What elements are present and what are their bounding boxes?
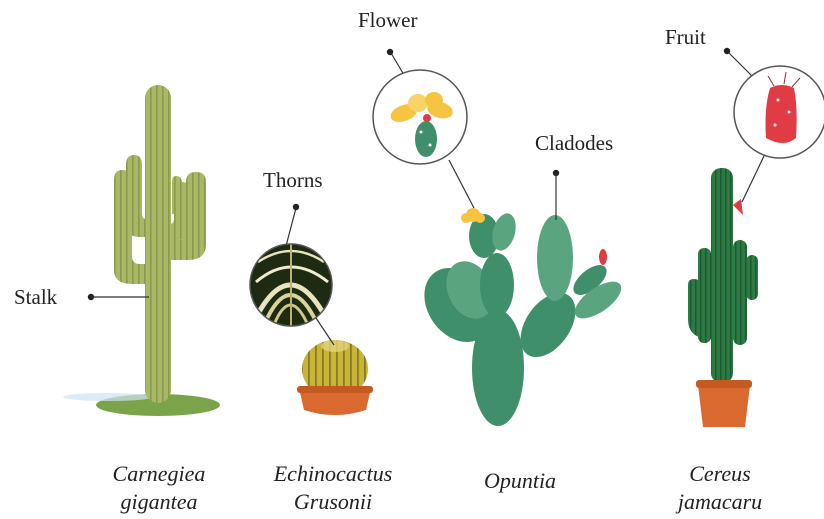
- saguaro-cactus: [63, 85, 220, 416]
- species-cereus: Cereus jamacaru: [665, 460, 775, 516]
- cladodes-leader: [553, 170, 559, 220]
- species-name-line2: jamacaru: [665, 488, 775, 516]
- stalk-leader: [88, 294, 149, 300]
- species-name-line2: Grusonii: [268, 488, 398, 516]
- species-name-line1: Carnegiea: [104, 460, 214, 488]
- thorns-label: Thorns: [263, 168, 323, 193]
- species-name-line1: Opuntia: [470, 467, 570, 495]
- thorns-callout: [248, 204, 338, 345]
- species-name-line1: Echinocactus: [268, 460, 398, 488]
- cladode-pad: [537, 215, 573, 301]
- species-echinocactus: Echinocactus Grusonii: [268, 460, 398, 516]
- species-name-line2: gigantea: [104, 488, 214, 516]
- fruit-callout: [724, 48, 824, 202]
- species-carnegiea: Carnegiea gigantea: [104, 460, 214, 516]
- species-opuntia: Opuntia: [470, 467, 570, 495]
- cladodes-label: Cladodes: [535, 131, 613, 156]
- cereus-pot: [698, 385, 750, 427]
- barrel-cactus: [297, 340, 373, 415]
- species-name-line1: Cereus: [665, 460, 775, 488]
- opuntia-cactus: [410, 208, 627, 426]
- flower-label: Flower: [358, 8, 418, 33]
- cereus-trunk: [711, 168, 733, 383]
- cereus-cactus: [688, 168, 758, 427]
- fruit-label: Fruit: [665, 25, 706, 50]
- flower-callout: [373, 49, 474, 208]
- saguaro-trunk: [145, 85, 171, 403]
- stalk-label: Stalk: [14, 285, 57, 310]
